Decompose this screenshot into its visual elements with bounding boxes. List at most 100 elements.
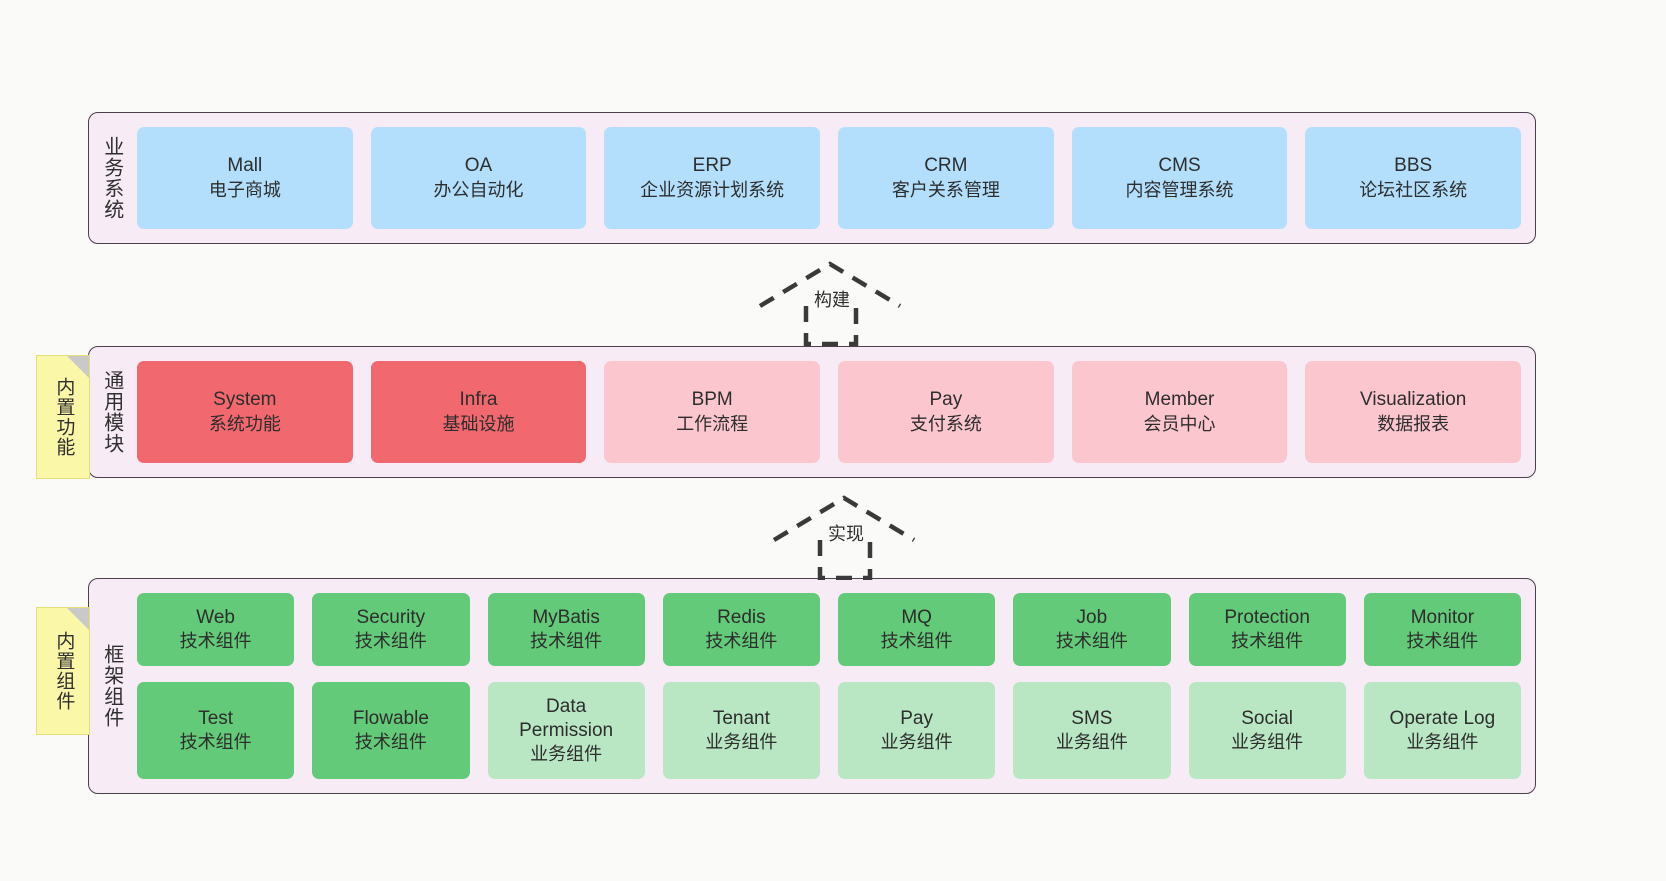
sticky-note-label: 内置组件	[53, 631, 75, 711]
component-type: 业务组件	[705, 732, 778, 753]
component-type: 业务组件	[1406, 732, 1479, 753]
generalization-arrow-icon	[758, 261, 902, 346]
module-desc: 数据报表	[1377, 413, 1450, 434]
module-box-bbs[interactable]: BBS 论坛社区系统	[1305, 127, 1522, 229]
component-box-social[interactable]: Social 业务组件	[1188, 681, 1346, 779]
module-name: Pay	[929, 389, 963, 411]
component-box-sms[interactable]: SMS 业务组件	[1013, 681, 1171, 779]
module-name: CMS	[1158, 155, 1201, 177]
component-type: 技术组件	[354, 631, 427, 652]
generalization-arrow-icon	[772, 495, 916, 580]
module-desc: 基础设施	[442, 413, 515, 434]
component-box-mybatis[interactable]: MyBatis 技术组件	[487, 593, 645, 666]
module-box-mall[interactable]: Mall 电子商城	[137, 127, 353, 229]
module-box-system[interactable]: System 系统功能	[137, 361, 353, 463]
connector-build: 构建	[752, 258, 912, 346]
component-name: Web	[196, 606, 235, 628]
component-type: 技术组件	[179, 631, 252, 652]
component-type: 业务组件	[530, 744, 603, 765]
component-name: Security	[356, 606, 426, 628]
component-name: Social	[1241, 707, 1293, 729]
box-row: Web 技术组件 Security 技术组件 MyBatis 技术组件 Redi…	[137, 593, 1521, 666]
module-name: Member	[1144, 389, 1215, 411]
component-type: 技术组件	[1055, 631, 1128, 652]
box-row: System 系统功能 Infra 基础设施 BPM 工作流程 Pay 支付系统…	[137, 361, 1522, 463]
layer-title-business-system: 业务系统	[100, 136, 123, 220]
module-box-crm[interactable]: CRM 客户关系管理	[838, 127, 1054, 229]
module-name: BPM	[691, 389, 733, 411]
module-box-pay[interactable]: Pay 支付系统	[838, 361, 1054, 463]
module-name: Visualization	[1360, 389, 1467, 411]
component-name: Test	[198, 707, 234, 729]
component-box-data-permission[interactable]: Data Permission 业务组件	[487, 681, 645, 779]
component-box-protection[interactable]: Protection 技术组件	[1188, 593, 1346, 666]
component-box-security[interactable]: Security 技术组件	[312, 593, 470, 666]
box-container-business-system: Mall 电子商城 OA 办公自动化 ERP 企业资源计划系统 CRM 客户关系…	[133, 113, 1535, 243]
component-box-flowable[interactable]: Flowable 技术组件	[312, 681, 470, 779]
module-name: Mall	[227, 155, 263, 177]
component-type: 业务组件	[880, 732, 953, 753]
component-name: MQ	[901, 606, 932, 628]
box-row: Test 技术组件 Flowable 技术组件 Data Permission …	[137, 681, 1521, 779]
component-name: Protection	[1224, 606, 1310, 628]
component-type: 技术组件	[179, 732, 252, 753]
component-name: Job	[1076, 606, 1108, 628]
module-name: BBS	[1394, 155, 1433, 177]
component-box-mq[interactable]: MQ 技术组件	[838, 593, 996, 666]
module-name: System	[213, 389, 277, 411]
module-desc: 企业资源计划系统	[640, 179, 785, 200]
component-box-job[interactable]: Job 技术组件	[1013, 593, 1171, 666]
component-type: 技术组件	[530, 631, 603, 652]
component-name: Redis	[717, 606, 766, 628]
component-type: 技术组件	[354, 732, 427, 753]
component-name: MyBatis	[532, 606, 600, 628]
module-box-oa[interactable]: OA 办公自动化	[370, 127, 587, 229]
component-type: 业务组件	[1055, 732, 1128, 753]
component-type: 技术组件	[705, 631, 778, 652]
component-name: Tenant	[712, 707, 770, 729]
component-name: Pay	[900, 707, 933, 729]
module-box-cms[interactable]: CMS 内容管理系统	[1071, 127, 1288, 229]
module-box-erp[interactable]: ERP 企业资源计划系统	[604, 127, 821, 229]
module-box-infra[interactable]: Infra 基础设施	[370, 361, 587, 463]
component-box-redis[interactable]: Redis 技术组件	[662, 593, 820, 666]
module-name: OA	[464, 155, 493, 177]
module-name: CRM	[924, 155, 968, 177]
sticky-note-builtin-function: 内置功能	[36, 355, 90, 479]
component-box-operate-log[interactable]: Operate Log 业务组件	[1363, 681, 1521, 779]
box-row: Mall 电子商城 OA 办公自动化 ERP 企业资源计划系统 CRM 客户关系…	[137, 127, 1522, 229]
module-box-bpm[interactable]: BPM 工作流程	[604, 361, 821, 463]
component-type: 技术组件	[1406, 631, 1479, 652]
connector-label-implement: 实现	[828, 524, 864, 544]
component-type: 技术组件	[1231, 631, 1304, 652]
module-desc: 会员中心	[1143, 413, 1216, 434]
component-box-web[interactable]: Web 技术组件	[137, 593, 295, 666]
module-desc: 电子商城	[208, 179, 281, 200]
component-name: Flowable	[352, 707, 429, 729]
layer-common-module: 通用模块 System 系统功能 Infra 基础设施 BPM 工作流程 Pay…	[88, 346, 1536, 478]
module-box-visualization[interactable]: Visualization 数据报表	[1305, 361, 1522, 463]
sticky-note-builtin-component: 内置组件	[36, 607, 90, 735]
connector-label-build: 构建	[814, 290, 850, 310]
module-desc: 支付系统	[909, 413, 982, 434]
component-type: 技术组件	[880, 631, 953, 652]
component-name: Monitor	[1410, 606, 1475, 628]
module-box-member[interactable]: Member 会员中心	[1071, 361, 1288, 463]
component-name: Data Permission	[519, 695, 614, 741]
layer-framework-component: 框架组件 Web 技术组件 Security 技术组件 MyBatis 技术组件…	[88, 578, 1536, 794]
layer-title-framework-component: 框架组件	[100, 644, 123, 728]
module-desc: 论坛社区系统	[1359, 179, 1468, 200]
component-name: Operate Log	[1389, 707, 1496, 729]
component-box-monitor[interactable]: Monitor 技术组件	[1363, 593, 1521, 666]
connector-implement: 实现	[766, 492, 926, 580]
box-container-common-module: System 系统功能 Infra 基础设施 BPM 工作流程 Pay 支付系统…	[133, 347, 1535, 477]
layer-business-system: 业务系统 Mall 电子商城 OA 办公自动化 ERP 企业资源计划系统 CRM…	[88, 112, 1536, 244]
box-container-framework-component: Web 技术组件 Security 技术组件 MyBatis 技术组件 Redi…	[133, 579, 1535, 793]
module-desc: 客户关系管理	[891, 179, 1000, 200]
module-desc: 系统功能	[208, 413, 281, 434]
component-box-test[interactable]: Test 技术组件	[137, 681, 295, 779]
component-box-pay[interactable]: Pay 业务组件	[838, 681, 996, 779]
layer-title-common-module: 通用模块	[100, 370, 123, 454]
component-box-tenant[interactable]: Tenant 业务组件	[662, 681, 820, 779]
component-type: 业务组件	[1231, 732, 1304, 753]
